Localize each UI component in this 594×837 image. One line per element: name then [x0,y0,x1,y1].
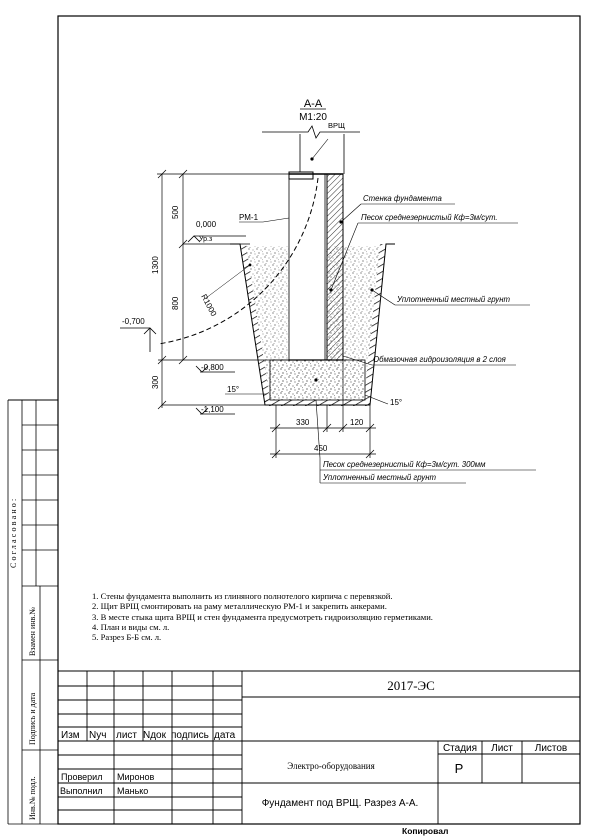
col-data: дата [214,730,236,741]
fundament-wall [326,173,344,361]
sheets-header: Листов [535,743,568,754]
dim-500: 500 [171,205,180,219]
level-110-label: -1,100 [201,405,224,414]
note-5: 5. Разрез Б-Б см. л. [92,632,162,643]
checked-name: Миронов [117,772,155,782]
soil-left-slope [240,244,270,405]
top-cap [288,171,314,180]
copied-label: Копировал [402,826,449,836]
dim-330: 330 [296,418,310,427]
dim-800: 800 [171,296,180,310]
stage-value: Р [455,761,464,776]
cushion-dot [314,378,318,382]
side-stamp [7,400,58,825]
soil-bottom [265,400,370,406]
cable-arc [157,177,319,345]
callout-leaders [315,203,536,484]
callout-soil-bottom: Уплотненный местный грунт [322,473,436,482]
sheet-frame [8,15,581,825]
dim-1300: 1300 [151,256,160,274]
angle-right-line [364,394,389,405]
level-mark-080 [195,359,289,373]
angle-left: 15° [227,385,239,394]
callout-sand-bottom: Песок среднезернистый Кф=3м/сут. 300мм [323,460,486,469]
horizontal-dimensions [270,360,376,459]
note-3: 3. В месте стыка щита ВРЩ и стен фундаме… [92,611,433,622]
made-name: Манько [117,786,148,796]
title-block [58,670,580,824]
wall-dot [339,220,343,224]
level-mark-070 [120,327,157,352]
level-zero-label: 0,000 [196,220,217,229]
note-2: 2. Щит ВРЩ смонтировать на раму металлич… [92,601,387,612]
callout-sand-top: Песок среднезернистый Кф=3м/сут. [361,213,498,222]
level-070-label: -0,700 [122,317,145,326]
sheet-header: Лист [491,743,513,754]
rm1-label: РМ-1 [239,213,259,222]
break-line [262,125,360,139]
soil-right-slope [364,244,386,405]
col-ndok: Nдок [143,730,167,741]
note-1: 1. Стены фундамента выполнить из глиняно… [92,591,393,601]
level-mark-zero [183,235,250,245]
callout-soil-side: Уплотненный местный грунт [396,295,510,304]
section-drawing: А-А М1:20 ВРЩ R1000 [120,98,536,484]
general-notes: 1. Стены фундамента выполнить из глиняно… [92,591,562,642]
made-label: Выполнил [60,786,103,796]
rm1-frame [288,173,326,361]
soil-dot [370,288,374,292]
sign-date-label: Подпись и дата [28,692,37,745]
col-nuch: Nуч [89,730,106,741]
vertical-dimensions [157,169,289,410]
project-name: Электро-оборудования [287,761,374,771]
note-4: 4. План и виды см. л. [92,621,170,632]
dim-300: 300 [151,375,160,389]
sand-dot [329,288,333,292]
inv-orig-label: Инв.№ подл. [28,776,37,820]
agreed-label: Согласовано: [9,497,18,568]
doc-code: 2017-ЭС [387,678,435,693]
level-zero-sub: Ур.з [199,236,212,243]
radius-label: R1000 [199,293,218,319]
vrsch-leader [311,138,329,160]
checked-label: Проверил [61,772,102,782]
dim-450: 450 [314,444,328,453]
title-block-text: 2017-ЭС Изм Nуч лист Nдок подпись дата С… [60,678,567,809]
callout-wall: Стенка фундамента [363,194,442,203]
col-podpis: подпись [171,730,209,741]
level-mark-110 [162,404,265,415]
level-080-label: -0,800 [201,363,224,372]
callout-waterproof: Обмазочная гидроизоляция в 2 слоя [373,355,507,364]
stage-header: Стадия [443,743,477,754]
radius-leader [205,264,251,299]
section-scale: М1:20 [299,112,327,123]
replace-inv-label: Взамен инв.№ [28,607,37,656]
section-title: А-А [304,98,323,110]
vrsch-label: ВРЩ [328,121,345,130]
dim-120: 120 [350,418,364,427]
col-izm: Изм [61,730,80,741]
col-list: лист [116,730,137,741]
sheet-title: Фундамент под ВРЩ. Разрез А-А. [262,798,419,809]
side-stamp-labels: Согласовано: Взамен инв.№ Подпись и дата… [9,497,37,820]
angle-right: 15° [390,398,402,407]
rm1-leader [262,217,290,223]
